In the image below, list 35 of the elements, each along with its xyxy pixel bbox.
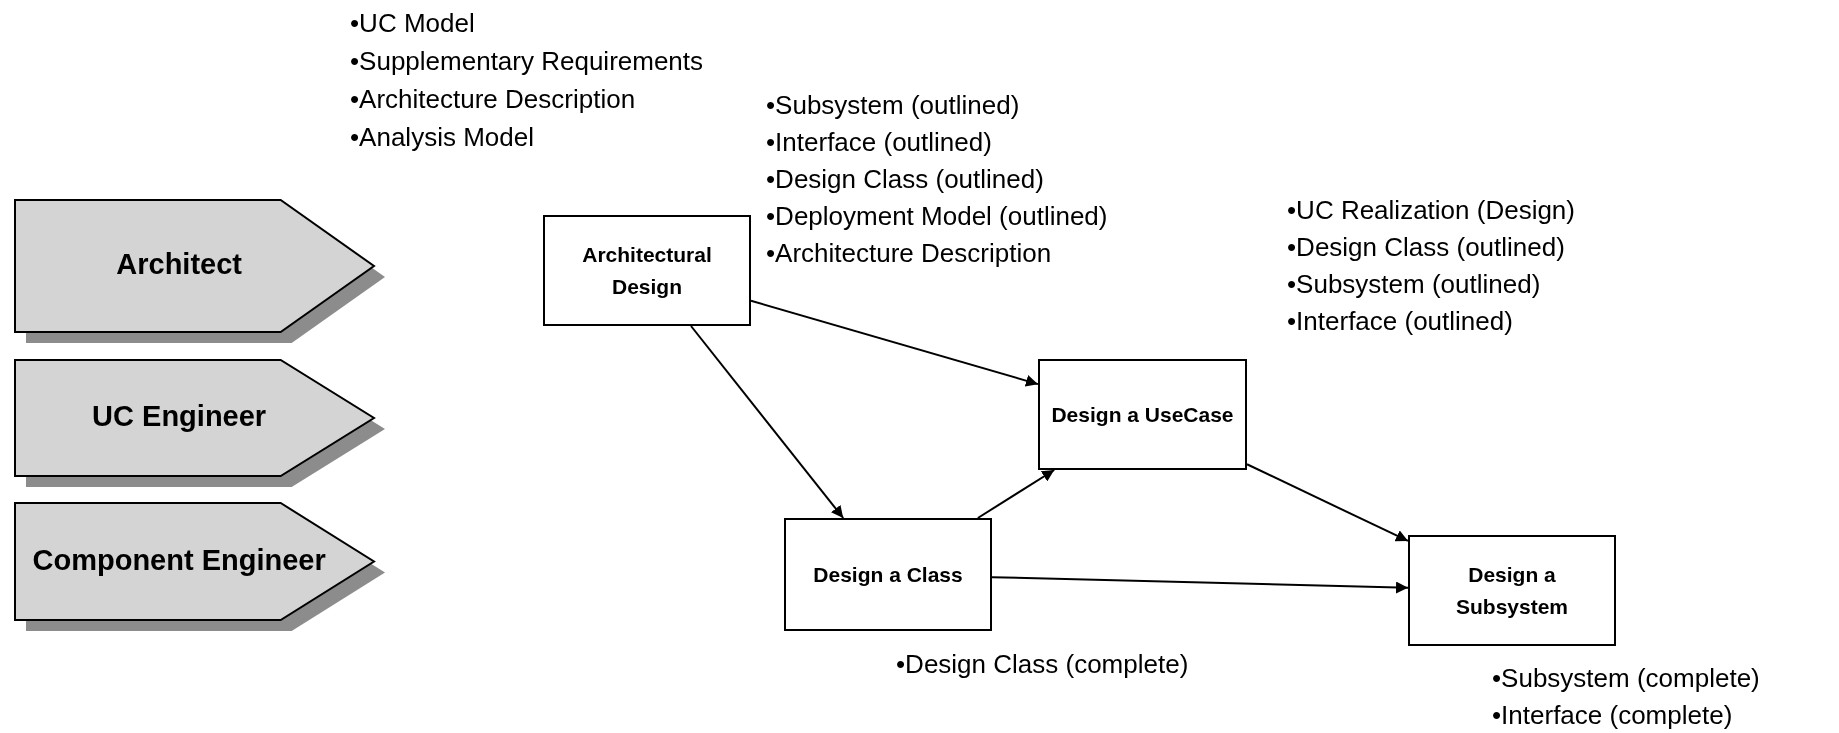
artifact-item: •Interface (complete)	[1492, 699, 1734, 732]
arrow	[750, 299, 1039, 387]
process-label: Architectural Design	[581, 242, 713, 300]
artifact-item: •Interface (outlined)	[766, 126, 993, 159]
input-artifact-item: •Supplementary Requirements	[350, 45, 704, 78]
arrow	[976, 469, 1056, 519]
artifact-item: •Design Class (outlined)	[1287, 231, 1566, 264]
process-box	[543, 215, 751, 326]
artifact-item: •UC Realization (Design)	[1287, 194, 1575, 227]
artifact-item: •Deployment Model (outlined)	[766, 200, 1108, 233]
process-box	[784, 518, 992, 631]
artifact-item: •Subsystem (outlined)	[1287, 268, 1542, 301]
role-label: Architect	[116, 247, 242, 283]
input-artifact-item: •Architecture Description	[350, 83, 637, 116]
role-label: Component Engineer	[32, 542, 326, 578]
artifact-item: •Subsystem (complete)	[1492, 662, 1760, 695]
artifact-item: •Interface (outlined)	[1287, 305, 1514, 338]
chevron-shape	[14, 199, 385, 343]
process-box	[1408, 535, 1616, 646]
arrow	[991, 576, 1409, 594]
process-label: Design a Subsystem	[1454, 562, 1569, 620]
artifact-item: •Architecture Description	[766, 237, 1053, 270]
process-box	[1038, 359, 1247, 470]
process-label: Design a Class	[813, 561, 963, 588]
artifact-item: •Design Class (complete)	[896, 648, 1189, 681]
role-label: UC Engineer	[92, 399, 267, 435]
artifact-item: •Subsystem (outlined)	[766, 89, 1021, 122]
arrow	[1246, 463, 1409, 542]
process-label: Design a UseCase	[1051, 401, 1234, 428]
chevron-shape	[14, 502, 385, 631]
arrow	[690, 325, 845, 519]
input-artifact-item: •UC Model	[350, 7, 476, 40]
artifact-item: •Design Class (outlined)	[766, 163, 1045, 196]
input-artifact-item: •Analysis Model	[350, 121, 535, 154]
chevron-shape	[14, 359, 385, 487]
